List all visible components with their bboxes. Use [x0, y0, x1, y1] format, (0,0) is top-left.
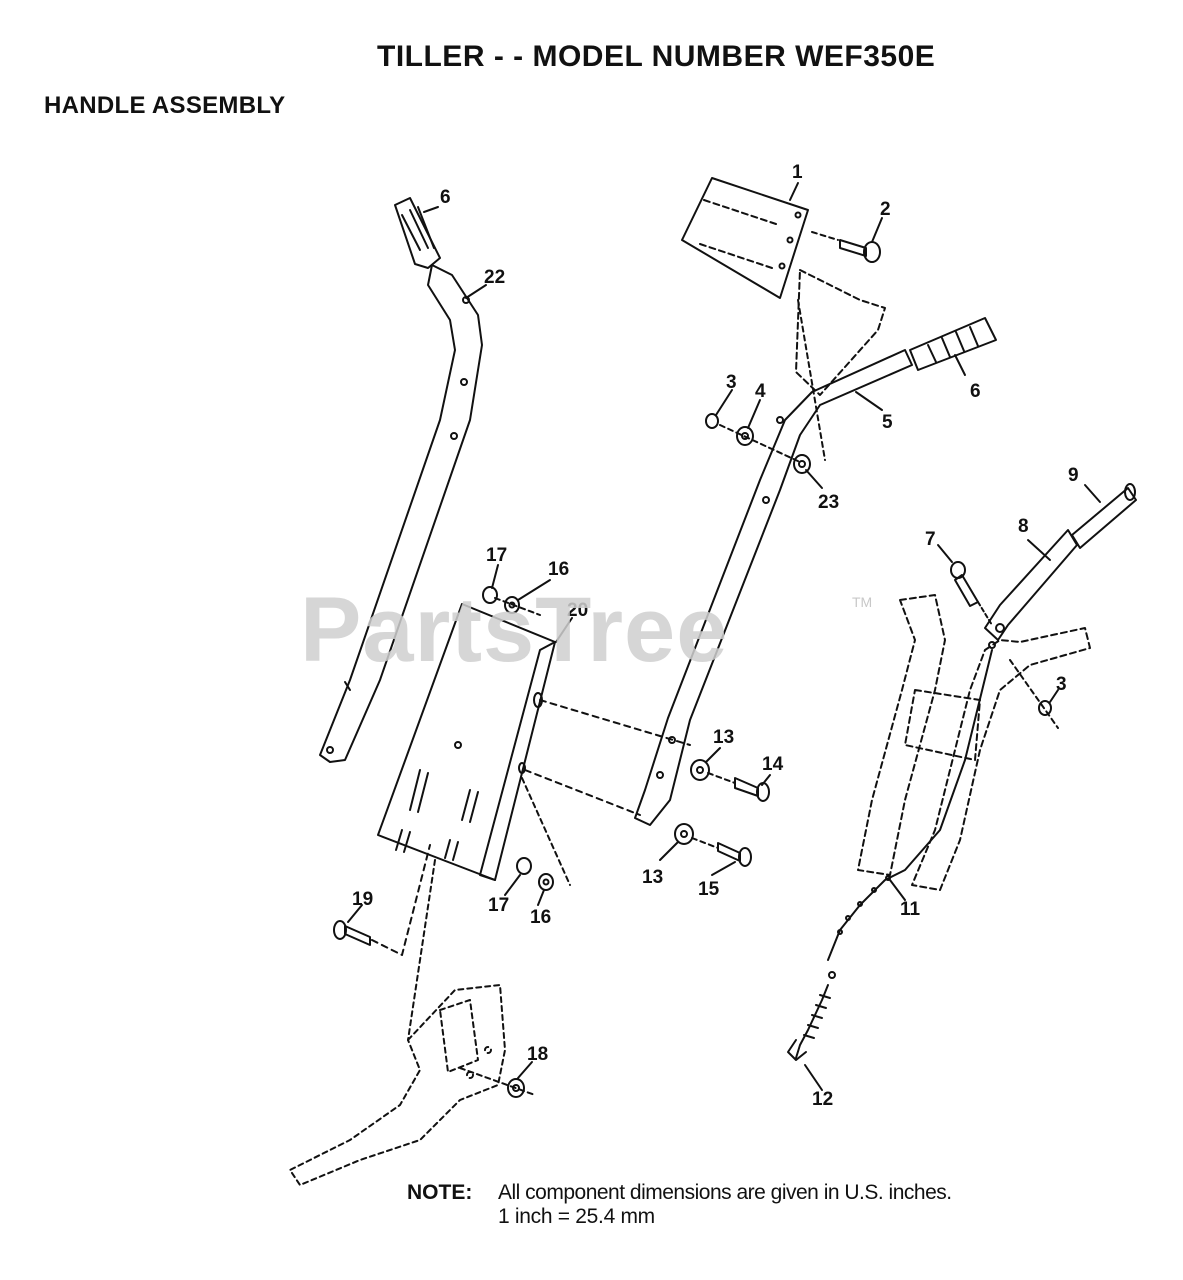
callout-5: 5: [882, 412, 893, 433]
callout-8: 8: [1018, 516, 1029, 537]
callout-16-lower: 16: [530, 907, 551, 928]
callout-13-lower: 13: [642, 867, 663, 888]
control-cable: [827, 649, 993, 979]
callout-11: 11: [900, 899, 921, 920]
bolt-19: [333, 844, 431, 956]
callout-19: 19: [352, 889, 373, 910]
callout-17-upper: 17: [486, 545, 507, 566]
hardware-3-4-23: [705, 299, 826, 474]
upper-handle-tube: [634, 349, 913, 826]
callout-4: 4: [755, 381, 766, 402]
washer-18: [459, 1067, 536, 1098]
handle-panel: [681, 177, 809, 299]
section-title: HANDLE ASSEMBLY: [44, 92, 286, 119]
left-handle-tube: [319, 264, 483, 763]
callout-3-right: 3: [1056, 674, 1067, 695]
bracket-plate: [377, 603, 556, 881]
hardware-17-16-lower: [516, 777, 571, 891]
washer-13-bolt-14: [690, 759, 770, 802]
callout-13-upper: 13: [713, 727, 734, 748]
callout-labels: 6 22 1 2 3 4 5 6 23 9 8 7 3 17 16 20 13 …: [352, 162, 1079, 1110]
watermark-trademark: TM: [852, 594, 873, 610]
callout-20: 20: [567, 600, 588, 621]
note-text-line1: All component dimensions are given in U.…: [498, 1181, 952, 1204]
callout-9: 9: [1068, 465, 1079, 486]
callout-6-right: 6: [970, 381, 981, 402]
callout-16-upper: 16: [548, 559, 569, 580]
callout-14: 14: [762, 754, 784, 775]
callout-15: 15: [698, 879, 720, 900]
diagram-title: TILLER - - MODEL NUMBER WEF350E: [377, 40, 936, 73]
callout-12: 12: [812, 1089, 833, 1110]
washer-13-bolt-15: [674, 823, 752, 867]
left-grip: [394, 197, 441, 269]
right-grip: [909, 317, 997, 371]
watermark-logo: PartsTree: [300, 579, 729, 681]
nut-3-right: [1009, 659, 1059, 729]
callout-7: 7: [925, 529, 936, 550]
note-label: NOTE:: [407, 1181, 473, 1204]
callout-18: 18: [527, 1044, 548, 1065]
ghost-lower-handle: [857, 594, 1091, 891]
hardware-17-16-upper: [482, 586, 541, 616]
callout-23: 23: [818, 492, 839, 513]
callout-6-left: 6: [440, 187, 451, 208]
callout-3-upper: 3: [726, 372, 737, 393]
bolt-2: [811, 231, 881, 263]
spring: [787, 984, 831, 1061]
lever-assembly: [950, 483, 1137, 649]
callout-17-lower: 17: [488, 895, 509, 916]
lower-frame: [289, 859, 506, 1186]
callout-2: 2: [880, 199, 891, 220]
callout-1: 1: [792, 162, 803, 183]
note-text-line2: 1 inch = 25.4 mm: [498, 1205, 655, 1228]
callout-22: 22: [484, 267, 505, 288]
